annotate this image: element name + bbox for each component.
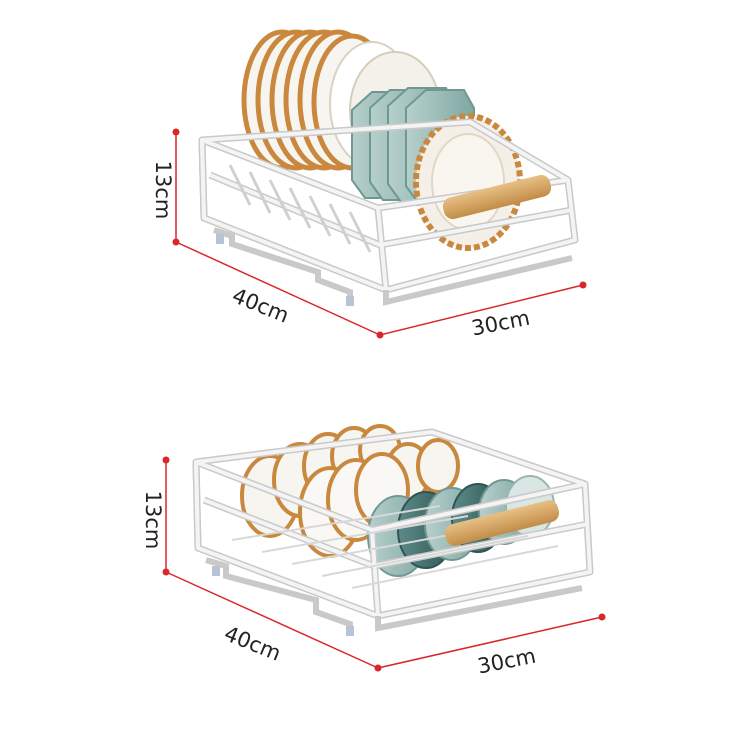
top-height-dimension-line	[172, 128, 180, 246]
top-height-label: 13cm	[151, 161, 175, 220]
top-rack-dividers	[228, 164, 372, 253]
foot	[212, 566, 220, 576]
bottom-rack	[192, 424, 594, 636]
bottom-width-label: 30cm	[476, 644, 538, 679]
bottom-height-label: 13cm	[141, 491, 165, 550]
foot	[346, 626, 354, 636]
bottom-rack-base	[205, 557, 583, 634]
bottom-height-dimension-line	[162, 456, 170, 576]
top-wood-handle	[442, 174, 552, 220]
foot	[346, 296, 354, 306]
top-width-dimension-line	[379, 281, 587, 336]
top-rack	[198, 29, 579, 306]
top-rack-wires	[200, 120, 577, 292]
foot	[216, 234, 224, 244]
top-rack-base	[213, 227, 573, 306]
bottom-wood-handle	[444, 500, 560, 546]
bottom-width-dimension-line	[377, 613, 606, 669]
bottom-length-label: 40cm	[221, 621, 284, 665]
